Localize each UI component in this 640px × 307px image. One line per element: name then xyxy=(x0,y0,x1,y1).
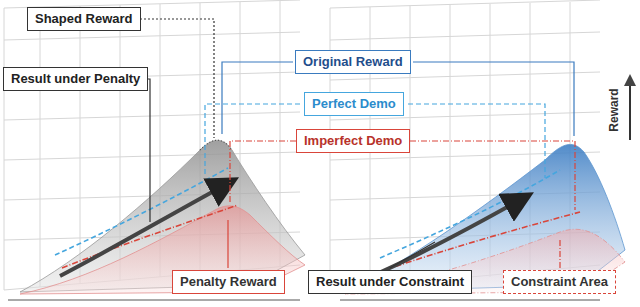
callout-text: Result under Penalty xyxy=(11,71,140,86)
callout-text: Shaped Reward xyxy=(35,11,133,26)
axis-label: Reward xyxy=(607,88,621,131)
callout-text: Result under Constraint xyxy=(316,274,464,289)
callout-box: Imperfect Demo xyxy=(296,129,410,153)
callout-text: Perfect Demo xyxy=(312,96,396,111)
callout-box: Result under Constraint xyxy=(308,270,472,294)
callout-text: Imperfect Demo xyxy=(304,133,402,148)
callout-box: Constraint Area xyxy=(503,270,616,294)
callout-text: Penalty Reward xyxy=(180,274,277,289)
callout-text: Constraint Area xyxy=(511,274,608,289)
callout-box: Shaped Reward xyxy=(27,7,141,31)
callout-text: Original Reward xyxy=(303,54,403,69)
callout-box: Perfect Demo xyxy=(304,92,404,116)
callout-box: Penalty Reward xyxy=(172,270,285,294)
callout-box: Result under Penalty xyxy=(3,67,148,91)
callout-box: Original Reward xyxy=(295,50,411,74)
